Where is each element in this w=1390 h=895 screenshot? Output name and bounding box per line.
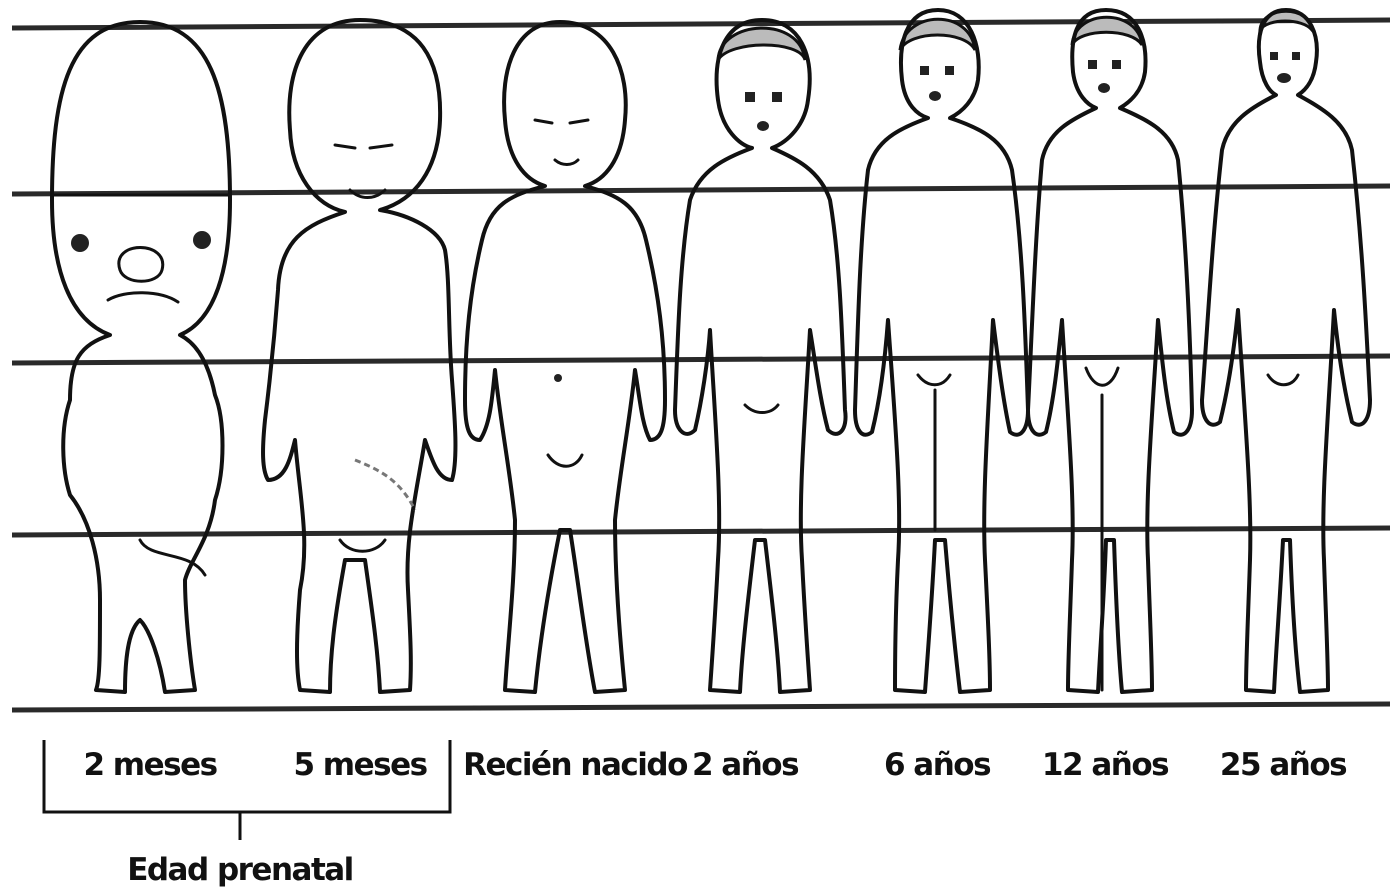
eye-icon	[1270, 52, 1278, 60]
stage-label-5-months: 5 meses	[293, 747, 426, 783]
eye-icon	[193, 231, 211, 249]
group-label-prenatal: Edad prenatal	[127, 852, 353, 888]
mouth-icon	[929, 91, 941, 101]
eye-icon	[772, 92, 782, 102]
eye-icon	[920, 66, 929, 75]
figure-newborn	[465, 22, 665, 692]
reference-lines	[12, 20, 1390, 710]
eye-icon	[1112, 60, 1121, 69]
mouth-icon	[757, 121, 769, 131]
eye-icon	[745, 92, 755, 102]
reference-line-1	[12, 20, 1390, 28]
stage-label-newborn: Recién nacido	[463, 747, 687, 783]
figure-6-years	[855, 10, 1028, 692]
figure-12-years	[1028, 10, 1192, 692]
eye-icon	[1088, 60, 1097, 69]
stage-label-2-years: 2 años	[692, 747, 798, 783]
eye-icon	[945, 66, 954, 75]
stage-label-12-years: 12 años	[1042, 747, 1168, 783]
stage-label-25-years: 25 años	[1220, 747, 1346, 783]
stage-labels: 2 meses 5 meses Recién nacido 2 años 6 a…	[83, 747, 1346, 783]
mouth-icon	[1098, 83, 1110, 93]
eye-icon	[71, 234, 89, 252]
figure-25-years	[1202, 10, 1370, 692]
figure-2-months	[52, 22, 230, 692]
eye-icon	[1292, 52, 1300, 60]
figure-2-years	[675, 20, 846, 692]
reference-line-2	[12, 186, 1390, 194]
mouth-icon	[1277, 73, 1291, 83]
figure-5-months	[263, 20, 455, 692]
reference-line-3	[12, 356, 1390, 363]
navel-icon	[554, 374, 562, 382]
stage-label-6-years: 6 años	[884, 747, 990, 783]
reference-line-5	[12, 704, 1390, 710]
reference-line-4	[12, 528, 1390, 535]
stage-label-2-months: 2 meses	[83, 747, 216, 783]
